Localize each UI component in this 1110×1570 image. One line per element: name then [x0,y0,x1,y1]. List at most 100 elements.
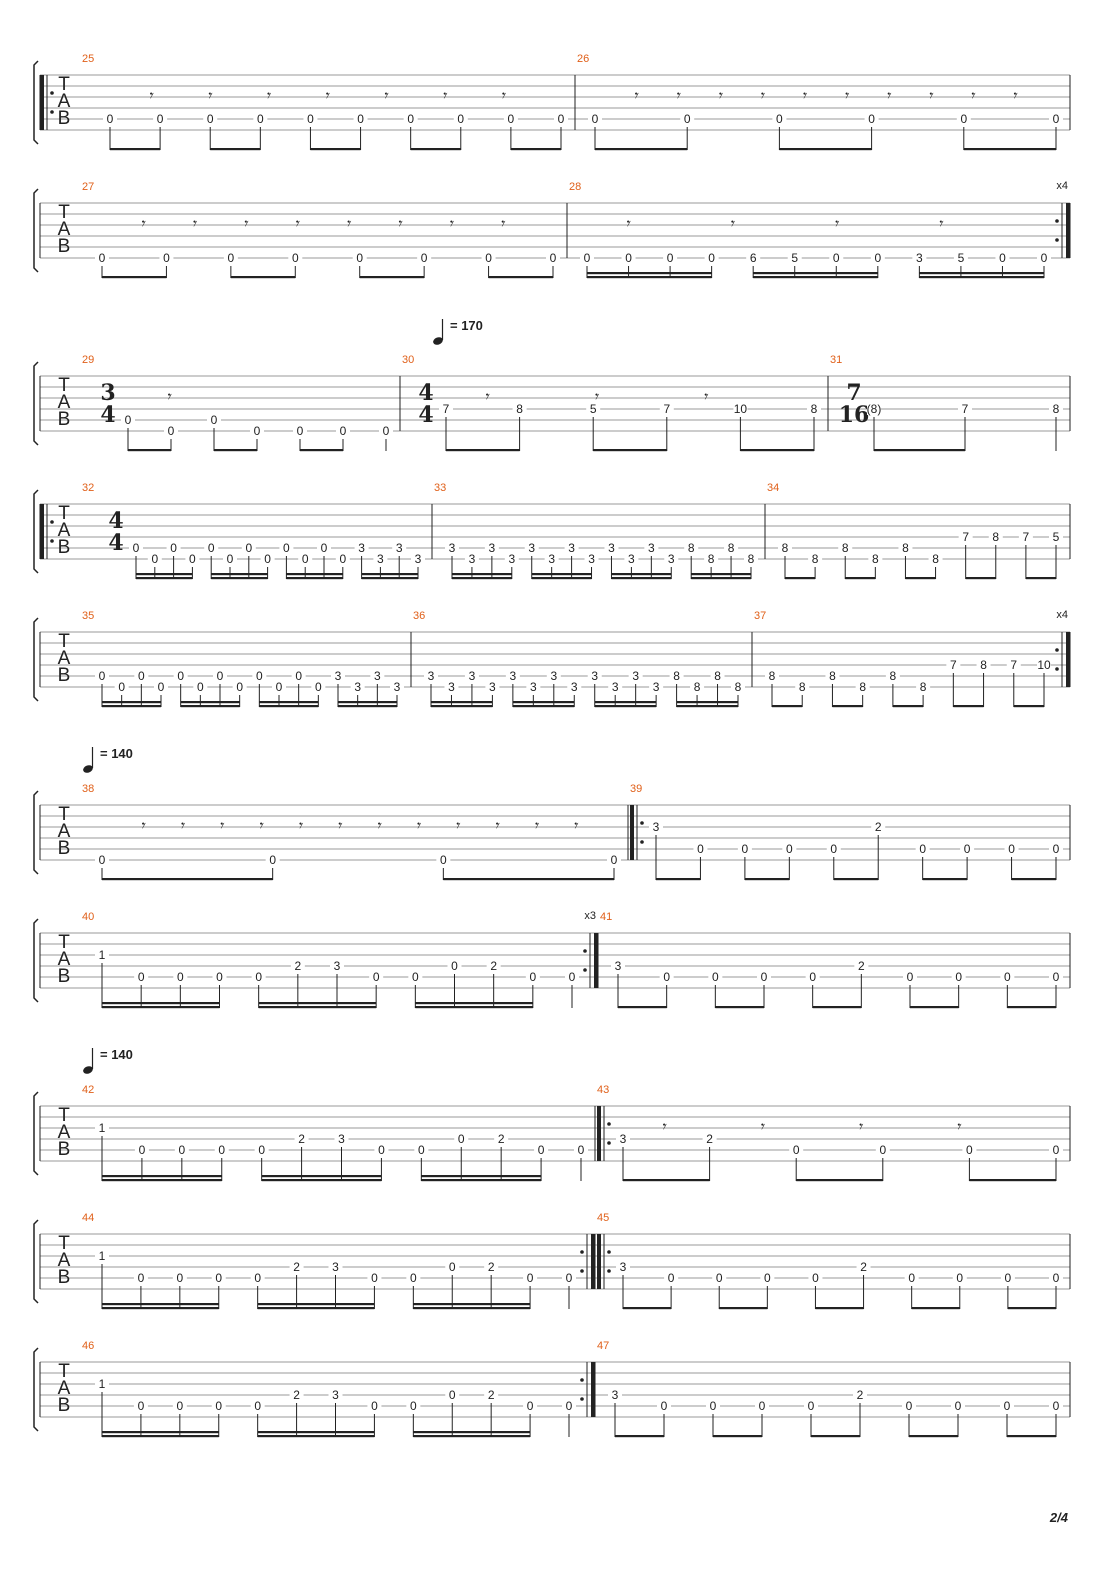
fret-number-mask [855,681,870,693]
fret-number-mask [958,403,972,415]
fret-number: 7 [663,402,670,416]
fret-number-mask [951,971,966,983]
fret-number-mask [534,1144,549,1156]
fret-number-mask [586,403,601,415]
fret-number: 0 [764,1271,771,1285]
note-beam [969,1179,1056,1182]
fret-number: 0 [138,970,145,984]
measure-number: 47 [597,1340,609,1352]
fret-number-mask [147,553,162,565]
fret-number: 0 [321,541,328,555]
fret-number: 0 [1053,970,1060,984]
fret-number-mask [946,659,961,671]
note-beam [300,449,343,452]
fret-number: 0 [371,1271,378,1285]
note-beam [656,878,701,881]
tab-clef-letter: A [58,392,71,413]
fret-number: 0 [307,112,314,126]
fret-number: 8 [859,680,866,694]
fret-number-mask [1049,971,1063,983]
rest-symbol: 𝄾 [166,387,172,406]
fret-number-mask [544,553,559,565]
repeat-dot [1055,667,1059,671]
fret-number: 0 [125,413,132,427]
fret-number: 10 [1037,658,1051,672]
fret-number: 0 [458,1132,465,1146]
fret-number-mask [392,542,407,554]
fret-number: 2 [860,1260,867,1274]
note-beam [593,449,667,452]
fret-number-mask [485,681,500,693]
repeat-dot [607,1269,611,1273]
fret-number-mask [417,252,432,264]
note-beam [258,1002,377,1005]
note-beam [257,1307,375,1310]
measure-number: 37 [754,610,766,622]
tab-clef-letter: T [58,1105,70,1126]
fret-number: 0 [255,970,262,984]
fret-number-mask [272,681,286,693]
rest-symbol: 𝄾 [383,86,389,105]
fret-number: 3 [571,680,578,694]
rest-symbol: 𝄾 [625,214,631,233]
fret-number: 3 [588,552,595,566]
fret-number: 0 [371,1399,378,1413]
fret-number-mask [153,113,168,125]
fret-number: 0 [138,1399,145,1413]
fret-number: 0 [529,970,536,984]
fret-number: 0 [99,251,106,265]
fret-number-mask [524,542,539,554]
rest-symbol: 𝄾 [833,214,839,233]
fret-number: 5 [1053,530,1060,544]
rest-symbol: 𝄾 [243,214,249,233]
rest-symbol: 𝄾 [593,387,599,406]
tab-clef-letter: T [58,932,70,953]
fret-number-mask [367,1272,382,1284]
fret-number: 0 [216,970,223,984]
note-beam [415,1006,533,1009]
fret-number-mask [621,252,636,264]
fret-number: 6 [750,251,757,265]
note-beam [594,705,657,708]
note-beam [1007,1307,1056,1310]
note-beam [443,878,614,881]
tab-clef-letter: T [58,1233,70,1254]
fret-number: 0 [661,1399,668,1413]
fret-number-mask [373,553,388,565]
note-beam [691,573,751,576]
fret-number-mask [486,960,501,972]
fret-number: 0 [215,1399,222,1413]
fret-number-mask [95,854,109,866]
fret-number: 3 [354,680,361,694]
note-beam [611,577,672,580]
note-beam [286,573,343,576]
fret-number: 3 [394,680,401,694]
fret-number: 0 [759,1399,766,1413]
fret-number-mask [757,971,771,983]
fret-number: 0 [742,842,749,856]
fret-number-mask [562,1272,576,1284]
rest-symbol: 𝄾 [258,816,264,835]
fret-number-mask [317,542,331,554]
fret-number: 0 [550,251,557,265]
note-beam [611,573,672,576]
fret-number: 0 [919,842,926,856]
note-beam [257,1435,375,1438]
fret-number-mask [352,252,367,264]
fret-number-mask [260,553,275,565]
fret-number-mask [172,1400,187,1412]
fret-number: 3 [591,669,598,683]
rest-symbol: 𝄾 [675,86,681,105]
fret-number: 3 [530,680,537,694]
fret-number-mask [250,1272,265,1284]
note-beam [1011,878,1056,881]
rest-symbol: 𝄾 [297,816,303,835]
repeat-start-thick-bar [597,1234,601,1289]
fret-number-mask [853,1389,867,1401]
fret-number: 0 [373,970,380,984]
fret-number-mask [354,542,369,554]
fret-number: 0 [1041,251,1048,265]
rest-symbol: 𝄾 [928,86,934,105]
fret-number: 0 [956,1271,963,1285]
fret-number: 0 [449,1260,456,1274]
